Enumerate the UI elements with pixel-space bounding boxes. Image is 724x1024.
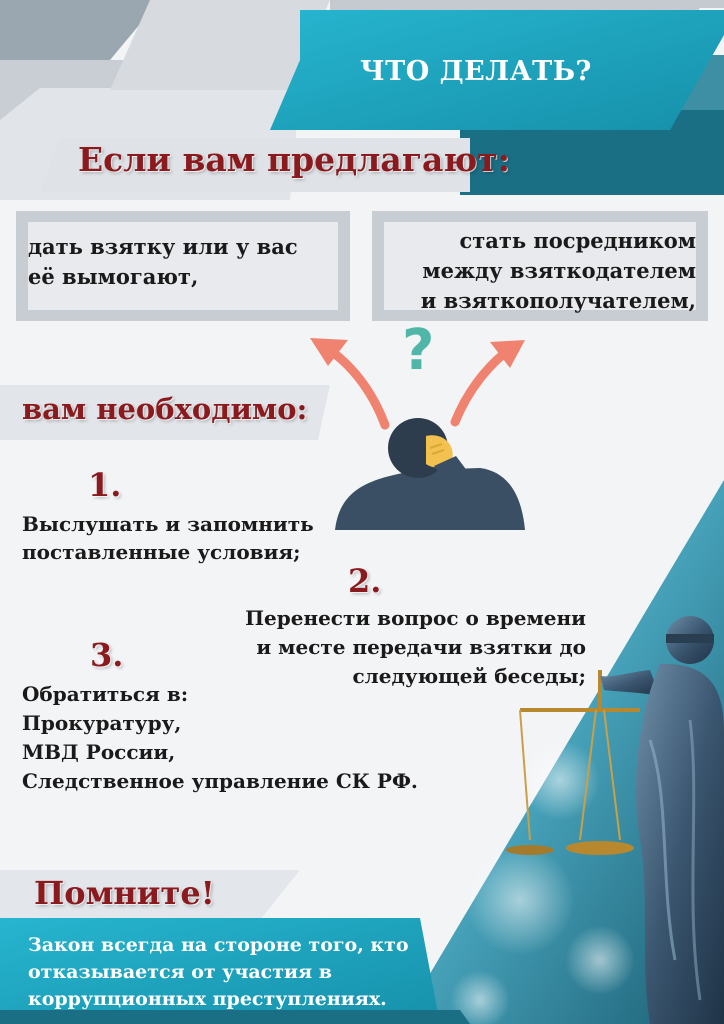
remember-text: Закон всегда на стороне того, кто отказы…	[28, 932, 409, 1013]
step-1-text: Выслушать и запомнить поставленные услов…	[22, 510, 314, 566]
step-3-text: Обратиться в: Прокуратуру, МВД России, С…	[22, 680, 418, 796]
arrow-right-icon	[450, 340, 525, 427]
offer-box-bribe: дать взятку или у вас её вымогают,	[28, 232, 338, 292]
step-number: 2.	[348, 562, 382, 600]
offer-box-intermediary: стать посредником между взяткодателем и …	[384, 226, 696, 316]
thinking-person-icon	[335, 418, 525, 530]
page-title: ЧТО ДЕЛАТЬ?	[360, 56, 592, 87]
offer-box-bribe-line: её вымогают,	[28, 264, 199, 289]
step-2-text: Перенести вопрос о времени и месте перед…	[220, 604, 586, 691]
step-line: МВД России,	[22, 740, 176, 764]
themis-statue-icon	[506, 616, 724, 1024]
remember-line: коррупционных преступлениях.	[28, 988, 387, 1010]
offer-box-intermediary-line: между взяткодателем	[422, 258, 696, 283]
step-number: 1.	[88, 466, 122, 504]
action-heading: вам необходимо:	[22, 392, 308, 426]
step-line: поставленные условия;	[22, 540, 301, 564]
step-line: и месте передачи взятки до	[256, 635, 586, 659]
step-number: 3.	[90, 636, 124, 674]
step-line: Следственное управление СК РФ.	[22, 769, 418, 793]
arrows-group	[310, 338, 525, 430]
question-mark-icon: ?	[402, 318, 435, 383]
offer-box-bribe-line: дать взятку или у вас	[28, 234, 298, 259]
step-line: Перенести вопрос о времени	[245, 606, 586, 630]
offer-heading: Если вам предлагают:	[78, 140, 510, 179]
step-line: Выслушать и запомнить	[22, 512, 314, 536]
scales-icon	[506, 670, 640, 855]
remember-line: отказывается от участия в	[28, 961, 332, 983]
step-line: Обратиться в:	[22, 682, 189, 706]
step-line: Прокуратуру,	[22, 711, 182, 735]
arrow-left-icon	[310, 338, 390, 430]
offer-box-intermediary-line: и взяткополучателем,	[420, 288, 696, 313]
remember-heading: Помните!	[34, 874, 215, 912]
offer-box-intermediary-line: стать посредником	[459, 228, 696, 253]
remember-line: Закон всегда на стороне того, кто	[28, 934, 409, 956]
step-line: следующей беседы;	[352, 664, 586, 688]
